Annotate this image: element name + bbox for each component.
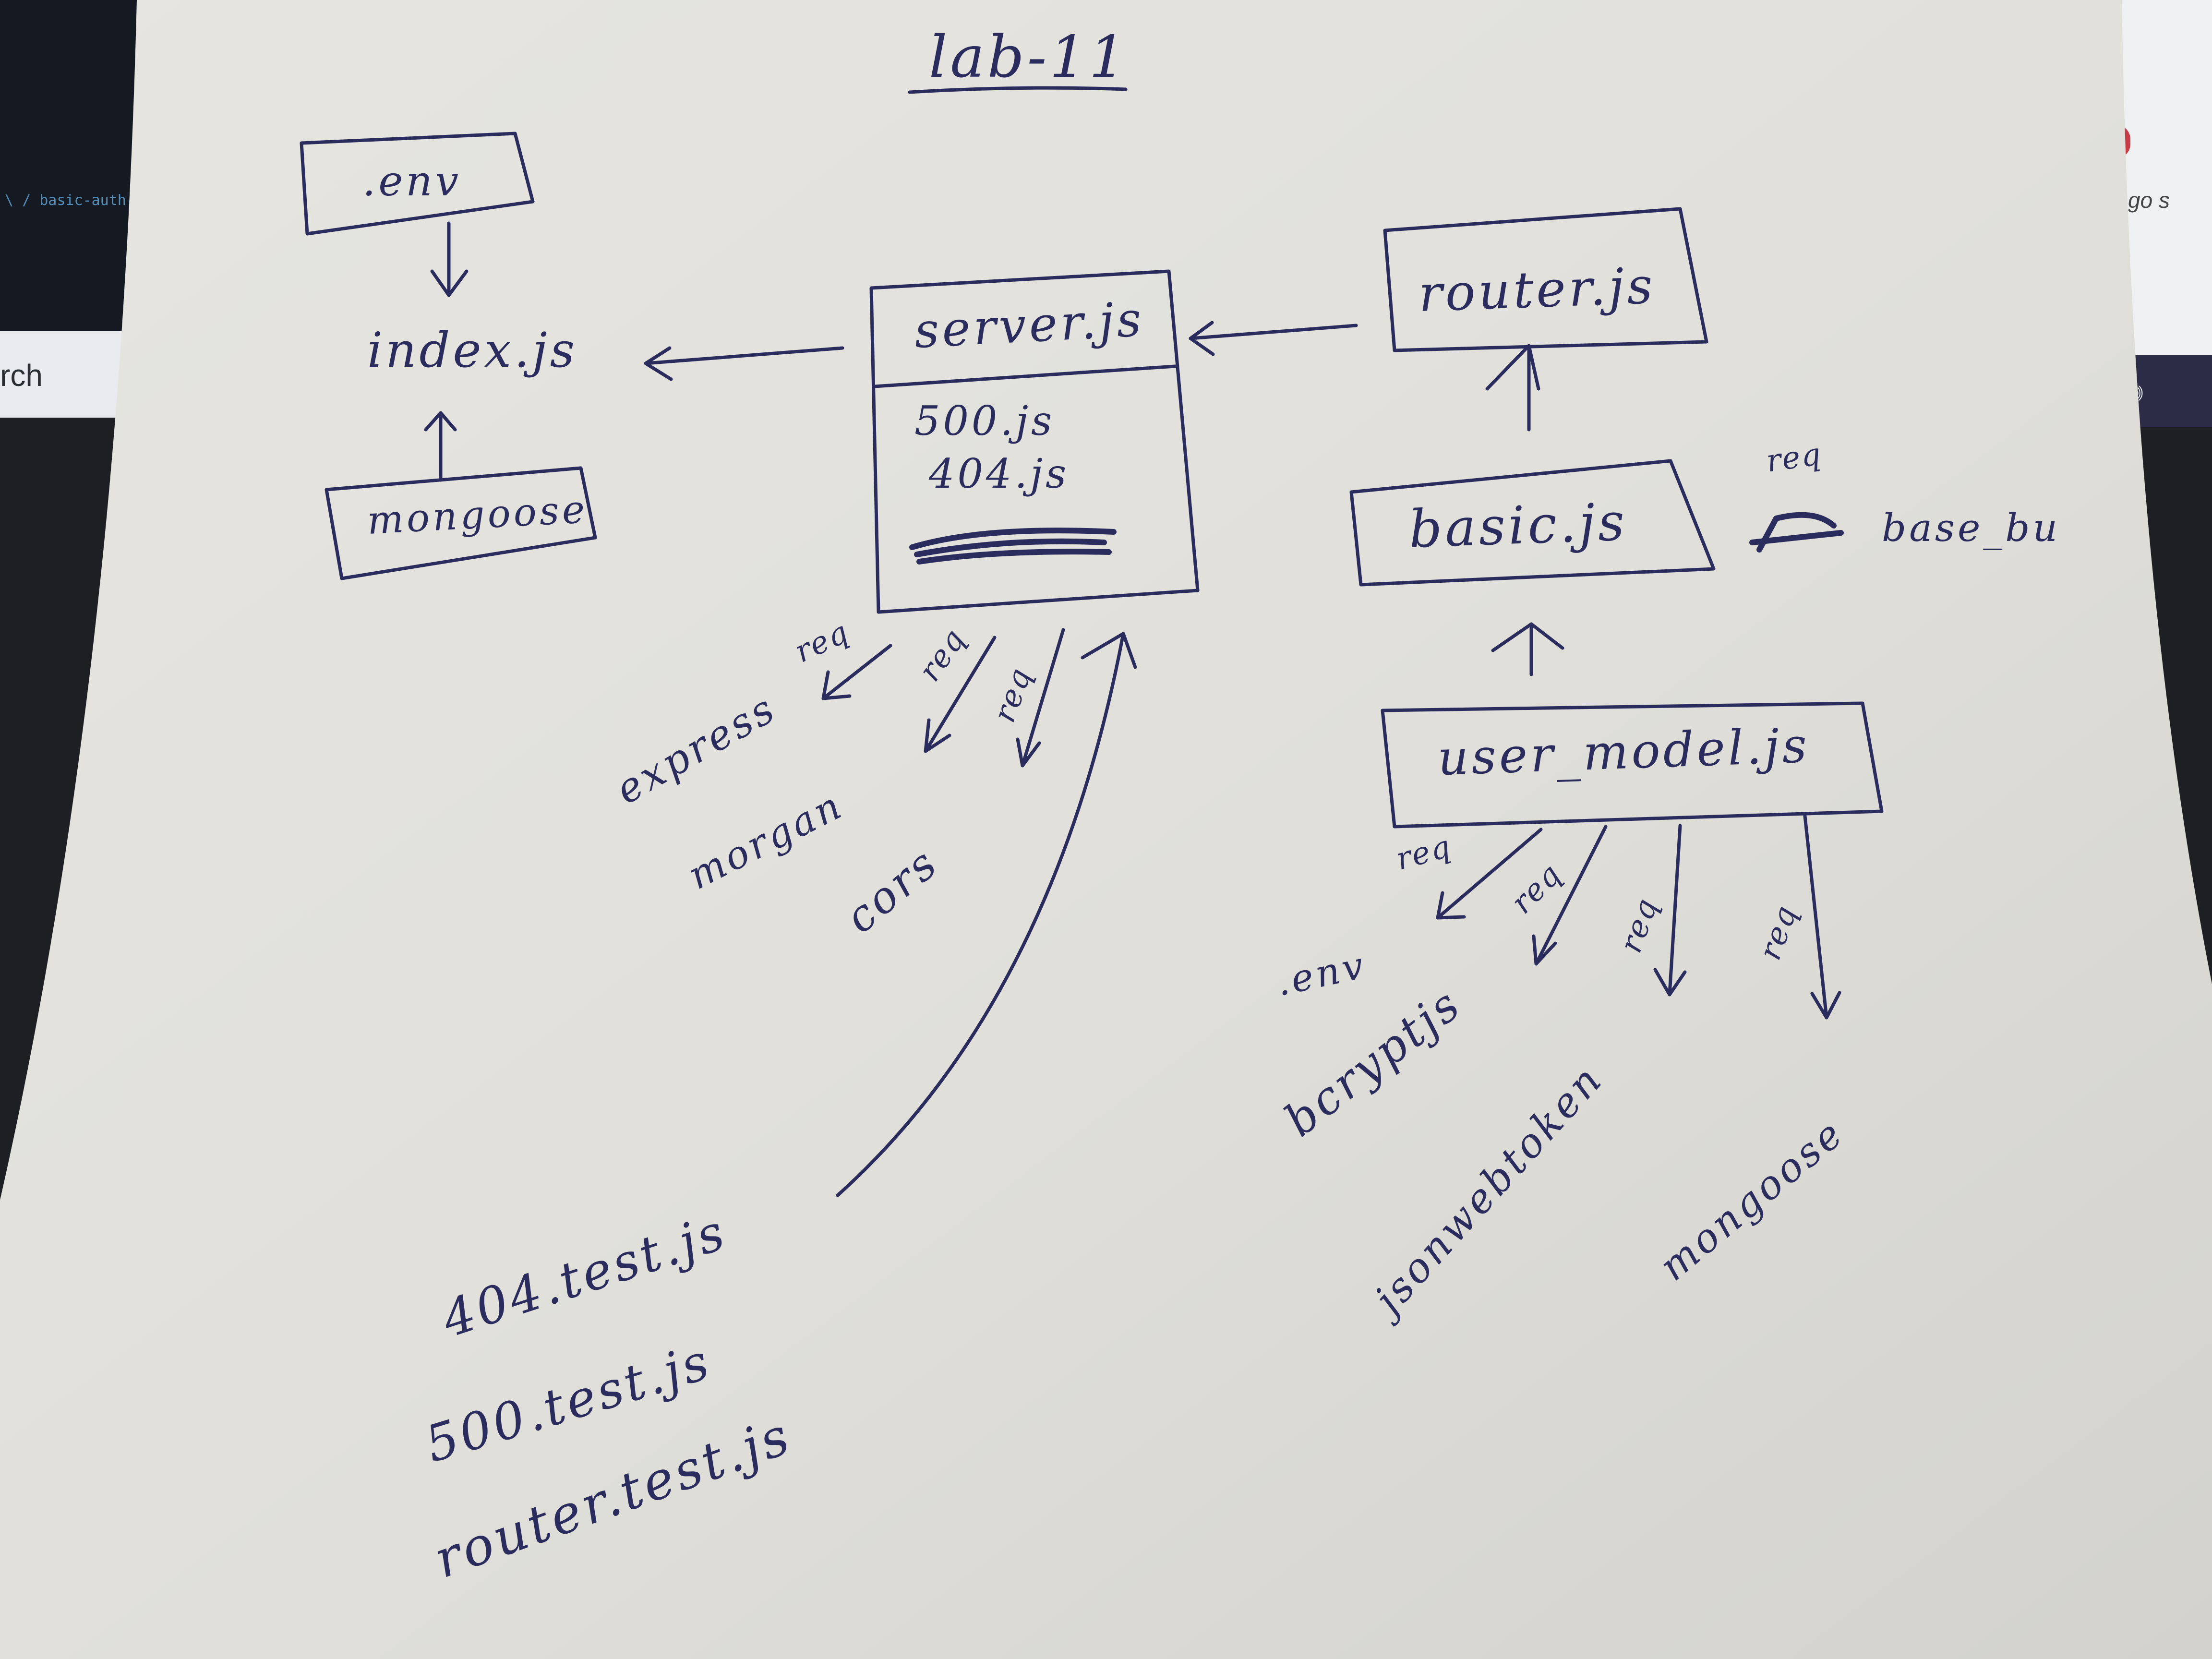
user-model-box-label: user_model.js [1436,717,1811,786]
user-model-to-jwt-arrow [1653,824,1687,997]
server-box-divider [873,364,1177,388]
server-to-index-arrow [644,346,844,381]
server-content-404: 404.js [929,450,1070,497]
user-model-box [1381,701,1884,829]
tests-to-server-arrow [836,632,1137,1197]
basic-to-router-arrow [1485,344,1540,432]
basic-box-label: basic.js [1407,492,1629,560]
router-box-label: router.js [1417,256,1657,323]
basic-box [1349,459,1716,587]
basic-req-label: req [1764,436,1824,480]
env-box [300,132,535,236]
mongoose-box [325,466,597,580]
user-model-to-bcrypt-arrow [1532,825,1608,966]
terminal-path-text: \ / basic-auth- [5,192,135,209]
user-model-to-mongoose-arrow [1803,814,1841,1020]
user-model-to-env-arrow [1436,828,1543,920]
router-box [1383,207,1708,352]
background-monitor-right: go s [2116,0,2212,355]
title-underline [908,86,1128,94]
scribble-mark [909,528,1117,565]
user-model-to-basic-arrow [1491,622,1564,676]
mongoose-box-label: mongoose [366,487,589,543]
env-to-index-arrow [430,221,469,297]
server-to-morgan-arrow [924,636,997,753]
index-js-label: index.js [367,322,578,378]
env-box-label: .env [362,157,462,205]
server-box [869,269,1200,614]
server-box-label: server.js [913,291,1146,359]
base-bu-label: base_bu [1882,505,2061,550]
server-to-express-arrow [821,644,892,700]
server-content-500: 500.js [914,397,1055,445]
diagram-title: lab-11 [929,24,1129,91]
basic-to-base-bu-arrow [1749,512,1844,553]
screen-text: go s [2128,188,2170,213]
mongoose-to-index-arrow [424,411,457,482]
search-bar-label: rch [0,358,43,393]
server-to-cors-arrow [1016,628,1065,768]
router-to-server-arrow [1189,321,1358,356]
